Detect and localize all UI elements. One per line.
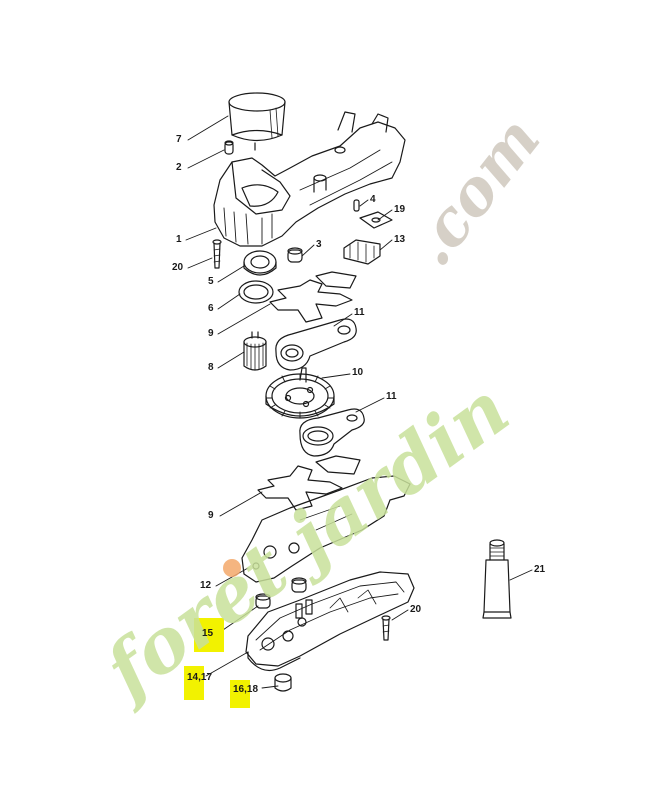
label-part-20-top: 20 [172,262,184,273]
label-part-13: 13 [394,234,406,245]
label-part-15: 15 [202,628,214,639]
label-part-9-bottom: 9 [208,510,214,521]
part-11-rod-bottom [299,408,365,457]
label-part-14-17: 14,17 [187,672,213,683]
part-20-screw-bottom [381,615,391,641]
label-part-8: 8 [208,362,214,373]
leader-lines [185,115,533,689]
label-part-3: 3 [316,239,322,250]
label-part-10: 10 [352,367,364,378]
part-9-plate-bottom [257,455,361,511]
part-10-gear [265,367,335,419]
label-part-20-bottom: 20 [410,604,422,615]
label-part-5: 5 [208,276,214,287]
label-part-12: 12 [200,580,212,591]
part-3-bushing [287,247,303,263]
highlight-14-17 [184,666,204,700]
part-11-rod-top [275,318,357,371]
part-5-bearing [243,250,277,276]
part-14-17-base-housing [245,571,415,671]
part-1-housing [213,111,406,247]
part-21-grease-tube [482,539,512,619]
part-13-clamp [343,239,381,265]
label-part-9-top: 9 [208,328,214,339]
label-part-19: 19 [394,204,406,215]
part-4-pin [353,199,360,212]
highlight-15 [194,618,224,652]
part-16-18-nut [274,673,292,692]
label-part-7: 7 [176,134,182,145]
label-part-11-bottom: 11 [386,391,397,402]
part-2-pin [224,140,234,155]
part-6-ring [238,280,274,304]
label-part-1: 1 [176,234,182,245]
label-part-2: 2 [176,162,182,173]
label-part-11-top: 11 [354,307,365,318]
part-15-bushing [255,577,307,609]
highlight-16-18 [230,680,250,708]
label-part-16-18: 16,18 [233,684,259,695]
label-part-4: 4 [370,194,376,205]
part-12-gasket [241,475,411,583]
part-20-screw-top [212,239,222,269]
part-8-pinion [243,331,267,371]
part-7-drum [228,92,286,151]
label-part-21: 21 [534,564,546,575]
part-9-plate-top [269,271,357,323]
part-19-plate [359,211,393,229]
label-part-6: 6 [208,303,214,314]
